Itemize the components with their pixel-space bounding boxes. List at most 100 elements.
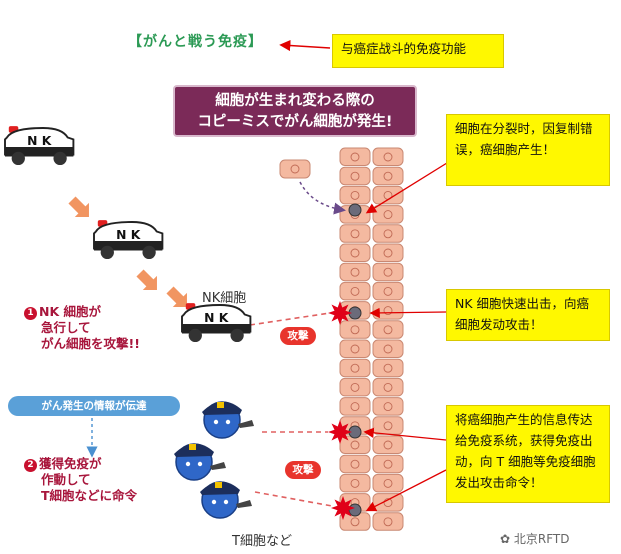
cell xyxy=(372,205,404,224)
callout-arrow xyxy=(365,157,456,214)
cell xyxy=(339,224,371,243)
cancer-origin-banner: 細胞が生まれ変わる際の コピーミスでがん細胞が発生! xyxy=(173,85,417,137)
attack-tag-nk: 攻撃 xyxy=(280,327,316,345)
callout-arrow xyxy=(369,307,447,319)
cell xyxy=(372,243,404,262)
move-arrow-icon xyxy=(166,286,187,307)
step-2-line-2: 作動して xyxy=(41,472,91,487)
cell xyxy=(372,339,404,358)
cell xyxy=(372,416,404,435)
cell xyxy=(339,358,371,378)
police-cap xyxy=(202,401,242,415)
cell xyxy=(372,224,404,243)
cell xyxy=(339,397,371,416)
cancer-cell xyxy=(348,203,362,217)
police-car-icon: N K xyxy=(181,303,252,343)
cell xyxy=(339,262,371,282)
gun-icon xyxy=(236,500,252,508)
cell xyxy=(339,166,371,186)
step-1-number: 1 xyxy=(24,307,37,320)
wheel xyxy=(53,151,67,166)
cell xyxy=(372,473,404,493)
attack-line xyxy=(254,491,333,507)
cell xyxy=(339,281,371,301)
callout-arrow xyxy=(365,469,447,512)
callout-t-cell-command: 将癌细胞产生的信息传达给免疫系统，获得免疫出动，向 T 细胞等免疫细胞发出攻击命… xyxy=(446,405,610,503)
watermark-text: 北京RFTD xyxy=(513,532,570,546)
cell xyxy=(372,262,404,282)
police-officer-icon xyxy=(200,481,252,519)
wheel xyxy=(230,328,244,343)
cell xyxy=(339,339,371,358)
step-2-line-1: 獲得免疫が xyxy=(39,456,102,471)
cell xyxy=(372,301,404,320)
cell xyxy=(372,377,404,397)
callout-arrow xyxy=(363,427,447,441)
cell xyxy=(372,435,404,454)
police-cap xyxy=(174,443,214,457)
nk-cell-label: NK細胞 xyxy=(202,291,247,306)
cell xyxy=(339,454,371,474)
watermark: ✿ 北京RFTD xyxy=(500,530,570,547)
badge-icon xyxy=(215,482,222,488)
police-car-icon: N K xyxy=(93,220,164,260)
cell xyxy=(339,185,371,205)
police-officer-icon xyxy=(202,401,254,439)
info-transmitted-bar: がん発生の情報が伝達 xyxy=(8,396,180,416)
callout-immune-function: 与癌症战斗的免疫功能 xyxy=(332,34,504,68)
attack-burst xyxy=(331,496,355,520)
wheel xyxy=(100,245,114,260)
cell xyxy=(339,147,371,166)
callout-nk-attack: NK 细胞快速出击，向癌细胞发动攻击！ xyxy=(446,289,610,341)
cell xyxy=(339,377,371,397)
wheel xyxy=(142,245,156,260)
wheel xyxy=(188,328,202,343)
cell xyxy=(372,493,404,512)
attack-burst xyxy=(328,301,352,325)
callout-copy-error: 细胞在分裂时，因复制错误，癌细胞产生！ xyxy=(446,114,610,186)
car-text: N K xyxy=(27,134,52,148)
cell xyxy=(339,435,371,454)
t-cell-label: T細胞など xyxy=(232,534,292,549)
cell xyxy=(372,281,404,301)
cell-wall xyxy=(339,147,404,531)
badge-icon xyxy=(217,402,224,408)
car-text: N K xyxy=(116,228,141,242)
step-2-line-3: T細胞などに命令 xyxy=(41,488,138,503)
attack-burst xyxy=(328,420,352,444)
police-officer-icon xyxy=(174,443,226,481)
banner-line-2: コピーミスでがん細胞が発生! xyxy=(197,114,393,130)
police-cap xyxy=(200,481,240,495)
cell xyxy=(372,320,404,339)
step-2-number: 2 xyxy=(24,459,37,472)
attack-tag-t-cell: 攻撃 xyxy=(285,461,321,479)
step-1-line-3: がん細胞を攻撃!! xyxy=(41,336,140,351)
cell xyxy=(339,320,371,339)
move-arrow-icon xyxy=(68,196,89,217)
cell xyxy=(372,454,404,474)
cell xyxy=(372,166,404,186)
cell xyxy=(372,397,404,416)
move-arrow-icon xyxy=(136,269,157,290)
gun-icon xyxy=(210,462,226,470)
cell xyxy=(372,512,404,531)
step-1-line-2: 急行して xyxy=(41,320,91,335)
cancer-cell xyxy=(348,503,362,517)
police-car-icon: N K xyxy=(4,126,75,166)
title-arrow xyxy=(279,39,331,52)
cell xyxy=(372,358,404,378)
banner-line-1: 細胞が生まれ変わる際の xyxy=(215,93,375,109)
step-1-line-1: NK 細胞が xyxy=(39,304,101,319)
car-text: N K xyxy=(204,311,229,325)
cell xyxy=(339,243,371,262)
cell xyxy=(372,147,404,166)
copy-arrow xyxy=(299,181,346,215)
wheel xyxy=(11,151,25,166)
cell xyxy=(339,473,371,493)
badge-icon xyxy=(189,444,196,450)
japanese-title: 【がんと戦う免疫】 xyxy=(128,34,263,50)
gun-icon xyxy=(238,420,254,428)
